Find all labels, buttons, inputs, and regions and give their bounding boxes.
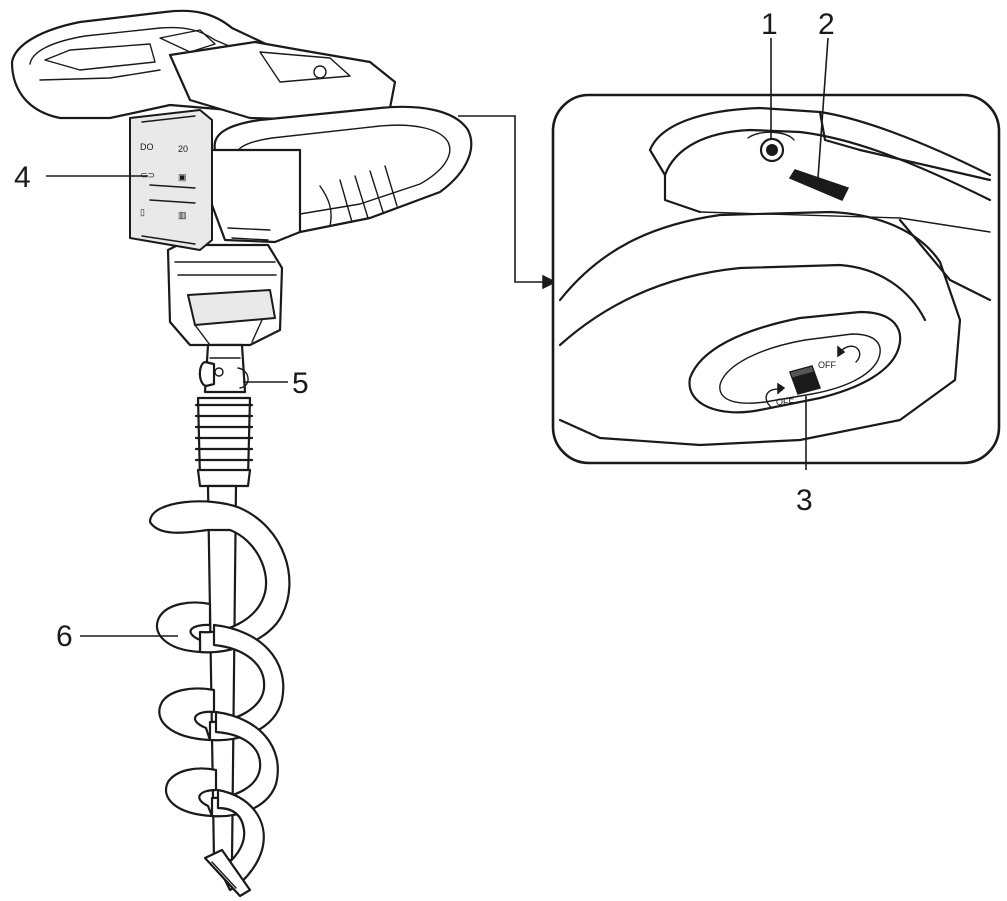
detail-connector-arrow bbox=[542, 274, 557, 290]
callout-2: 2 bbox=[818, 8, 835, 41]
svg-text:DO: DO bbox=[140, 142, 154, 152]
detail-inset: OFF OFF bbox=[551, 93, 1001, 465]
power-head: DO 20 ⊂⊃ ▣ ▯ ▥ bbox=[10, 9, 473, 347]
leader-2 bbox=[817, 37, 829, 179]
svg-text:▥: ▥ bbox=[178, 210, 187, 220]
switch-mark-left: OFF bbox=[776, 397, 794, 407]
callout-3: 3 bbox=[796, 484, 813, 517]
svg-text:⊂⊃: ⊂⊃ bbox=[140, 170, 155, 180]
svg-text:▯: ▯ bbox=[140, 207, 145, 217]
svg-text:▣: ▣ bbox=[178, 172, 187, 182]
shaft-adapter bbox=[198, 343, 249, 394]
detail-connector-line bbox=[458, 115, 545, 283]
callout-6: 6 bbox=[56, 620, 73, 653]
callout-5: 5 bbox=[292, 367, 309, 400]
callout-1: 1 bbox=[761, 8, 778, 41]
switch-mark-right: OFF bbox=[818, 360, 836, 370]
callout-4: 4 bbox=[14, 161, 31, 194]
label-plate: DO 20 ⊂⊃ ▣ ▯ ▥ bbox=[129, 109, 213, 251]
auger-bit bbox=[148, 396, 291, 898]
svg-text:20: 20 bbox=[178, 144, 188, 154]
